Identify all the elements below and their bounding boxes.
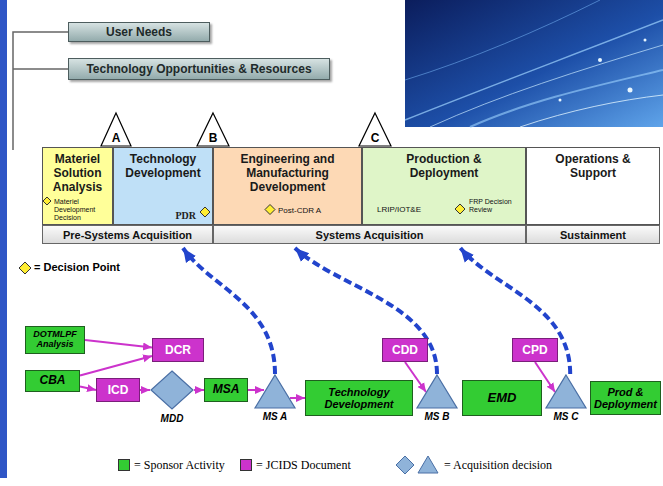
node-text: Production & Deployment [387,152,501,180]
node-text: ICD [108,383,129,397]
node-text: Technology Opportunities & Resources [86,62,311,76]
node-text: C [371,131,380,145]
legend-swatch [118,459,130,471]
milestone-triangle: MS C [545,374,587,424]
node-text: MSA [213,383,240,396]
shape-fill [359,113,391,146]
node-text: MS A [242,411,308,422]
phase-box: Engineering and Manufacturing Developmen… [213,147,362,225]
node-text: PDR [175,210,196,221]
shape-fill [417,375,457,408]
flow-arrow [80,356,152,376]
node-text: Pre-Systems Acquisition [63,229,192,241]
node-text: Technology Development [114,152,212,180]
feedback-bracket [13,32,68,150]
flow-arrow [80,387,96,391]
flow-arrow [85,340,152,348]
shape-fill [546,375,586,408]
node-text: EMD [488,391,517,405]
side-stripe [0,0,7,478]
stage-bar: Pre-Systems Acquisition [42,225,213,244]
node-text: Post-CDR A [278,206,321,215]
input-box: User Needs [68,22,210,42]
node-text: Technology Development [306,386,412,410]
node-text: Materiel Solution Analysis [43,152,112,194]
acquisition-decision-sample [396,456,438,474]
node-text: CBA [40,374,66,387]
flow-arrow [290,397,305,399]
node-text: Operations & Support [541,152,645,180]
jcids-document-box: CDD [382,338,428,362]
node-text: DCR [165,343,191,357]
node-text: CPD [522,343,547,357]
node-text: DOTMLPF Analysis [26,330,84,350]
stage-bar: Sustainment [526,225,660,244]
shape-fill [197,113,229,146]
node-text: CDD [392,343,418,357]
stage-bar: Systems Acquisition [213,225,526,244]
phase-link-arrow [460,248,570,374]
node-text: Materiel Development Decision [54,198,112,222]
phase-box: Technology DevelopmentPDR [113,147,213,225]
input-box: Technology Opportunities & Resources [68,58,330,80]
legend-text: = JCIDS Document [256,458,351,473]
milestone-triangle: B [196,112,230,147]
fiber-photo [405,0,663,127]
node-text: User Needs [106,25,172,39]
sponsor-activity-box: EMD [462,380,542,416]
sponsor-activity-box: Technology Development [305,380,413,416]
sponsor-activity-box: DOTMLPF Analysis [25,326,85,354]
node-text: A [112,131,121,145]
jcids-document-box: DCR [152,338,204,362]
phase-box: Operations & Support [526,147,660,225]
milestone-triangle: MS A [254,374,296,424]
legend-text: = Sponsor Activity [134,458,225,473]
legend-text: = Acquisition decision [444,458,552,473]
node-text: MS B [404,411,470,422]
flow-arrow [194,389,204,391]
node-text: Prod & Deployment [591,386,660,410]
decision-diamond: MDD [150,370,194,426]
shape-fill [255,375,295,408]
jcids-document-box: ICD [96,378,140,402]
node-text: Systems Acquisition [316,229,424,241]
milestone-triangle: C [358,112,392,147]
jcids-document-box: CPD [512,338,558,362]
phase-link-arrow [295,248,437,374]
milestone-triangle: MS B [416,374,458,424]
node-text: LRIP/IOT&E [377,205,421,214]
sponsor-activity-box: Prod & Deployment [590,381,661,415]
sponsor-activity-box: MSA [204,378,248,402]
shape-fill [151,371,193,409]
milestone-triangle: A [100,112,132,147]
node-text: Engineering and Manufacturing Developmen… [214,152,361,194]
phase-box: Production & DeploymentLRIP/IOT&E FRP Dec… [362,147,526,225]
shape-fill [101,113,131,146]
legend-swatch [240,459,252,471]
node-text: MDD [138,413,206,424]
node-text: FRP Decision Review [469,198,513,214]
node-text: Sustainment [560,229,626,241]
legend-text: = Decision Point [34,261,120,273]
flow-arrow [140,389,150,391]
node-text: B [209,131,218,145]
flow-arrow [248,389,264,391]
sponsor-activity-box: CBA [25,370,80,392]
decision-point-sample [19,262,31,274]
phase-box: Materiel Solution AnalysisMateriel Devel… [42,147,113,225]
